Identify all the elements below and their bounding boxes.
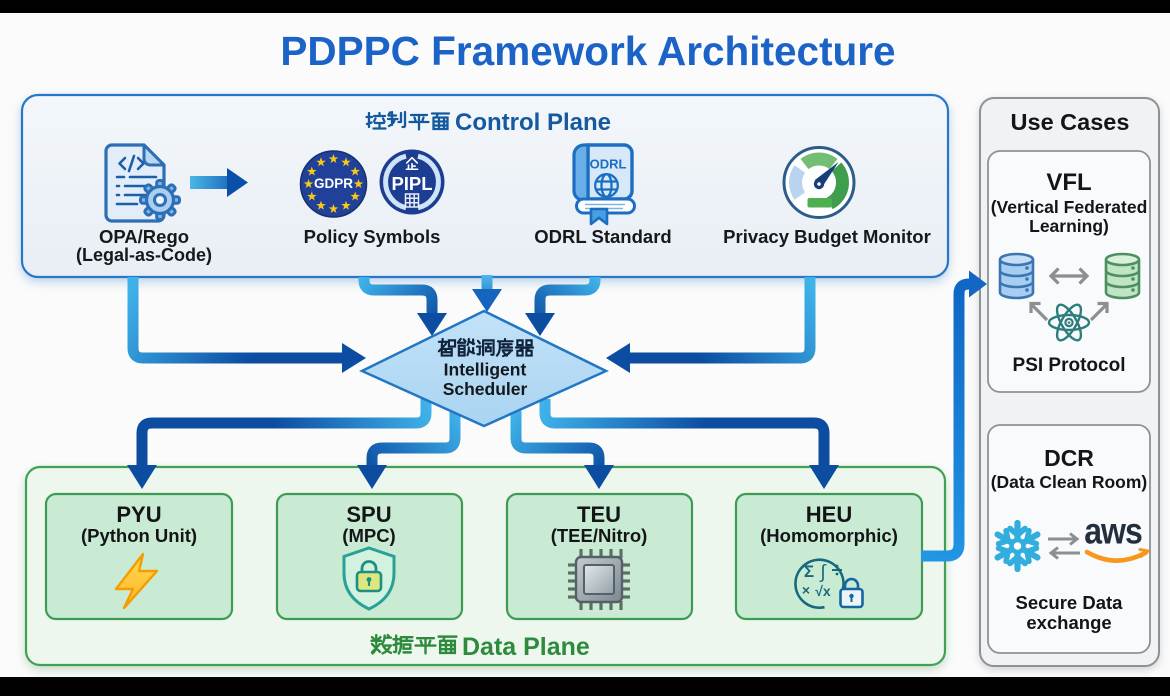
svg-text:Σ: Σ [804, 562, 814, 581]
svg-text:Data Plane: Data Plane [462, 633, 590, 661]
svg-text:HEU: HEU [806, 502, 852, 527]
svg-text:Control Plane: Control Plane [455, 109, 611, 136]
svg-text:TEU: TEU [577, 502, 621, 527]
svg-text:Privacy Budget Monitor: Privacy Budget Monitor [723, 226, 931, 247]
svg-text:(Vertical Federated: (Vertical Federated [991, 197, 1148, 217]
svg-text:Intelligent: Intelligent [444, 360, 527, 380]
svg-text:Use Cases: Use Cases [1011, 109, 1130, 135]
svg-text:(Legal-as-Code): (Legal-as-Code) [76, 245, 212, 265]
svg-text:ODRL Standard: ODRL Standard [534, 226, 671, 247]
svg-text:√x: √x [815, 583, 831, 599]
svg-text:Secure Data: Secure Data [1016, 592, 1124, 613]
svg-text:ODRL: ODRL [590, 157, 627, 172]
svg-text:aws: aws [1084, 510, 1141, 552]
svg-text:Learning): Learning) [1029, 216, 1109, 236]
svg-text:(Data Clean Room): (Data Clean Room) [991, 472, 1148, 492]
svg-text:PDPPC Framework Architecture: PDPPC Framework Architecture [280, 28, 895, 74]
svg-text:Policy Symbols: Policy Symbols [304, 226, 441, 247]
svg-text:OPA/Rego: OPA/Rego [99, 226, 189, 247]
svg-text:SPU: SPU [346, 502, 391, 527]
svg-text:PSI Protocol: PSI Protocol [1013, 355, 1126, 376]
svg-text:Scheduler: Scheduler [443, 379, 528, 399]
svg-text:(MPC): (MPC) [342, 525, 395, 546]
svg-text:PYU: PYU [116, 502, 161, 527]
svg-text:∫: ∫ [819, 562, 827, 583]
svg-text:GDPR: GDPR [314, 176, 353, 191]
svg-text:(Homomorphic): (Homomorphic) [760, 525, 898, 546]
svg-text:(Python Unit): (Python Unit) [81, 525, 197, 546]
svg-text:(TEE/Nitro): (TEE/Nitro) [551, 525, 648, 546]
svg-text:DCR: DCR [1044, 445, 1094, 471]
svg-text:×: × [802, 582, 810, 598]
svg-text:exchange: exchange [1026, 612, 1111, 633]
svg-text:PIPL: PIPL [391, 173, 432, 194]
svg-text:VFL: VFL [1046, 169, 1091, 196]
